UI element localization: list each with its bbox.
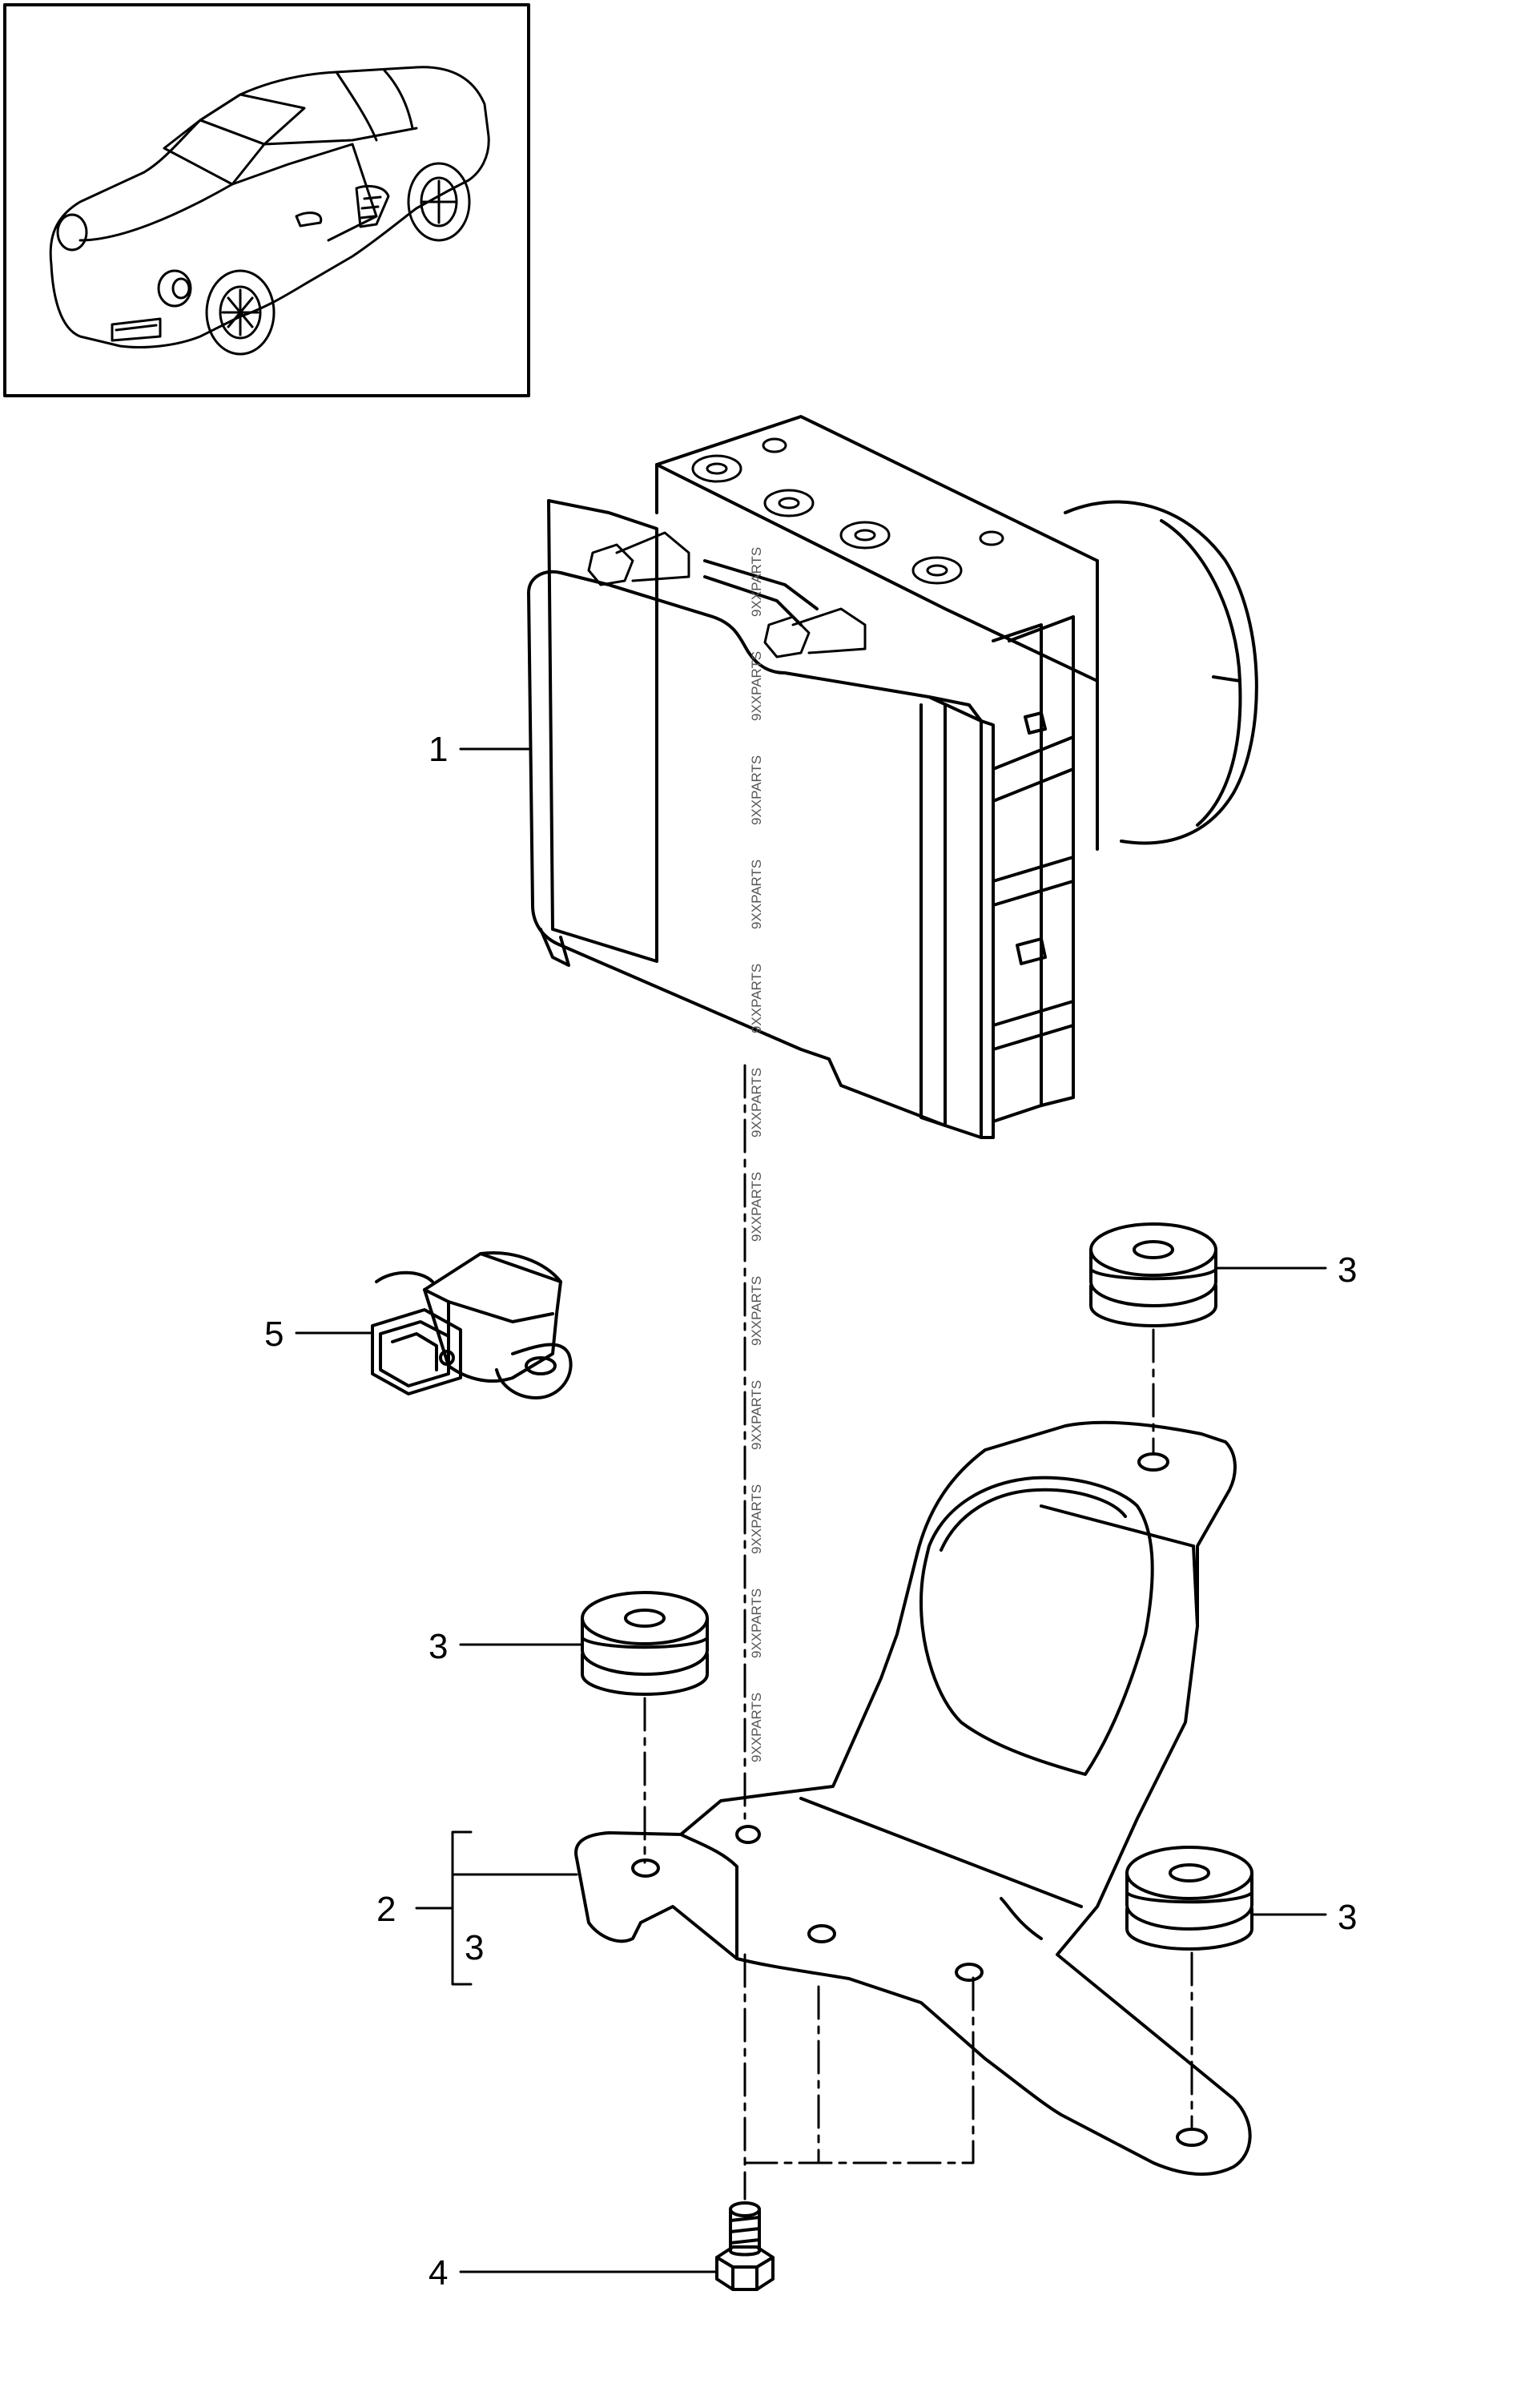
hex-bolts [587, 531, 867, 658]
watermark-text: 9XXPARTS [749, 964, 764, 1033]
callout-3-left: 3 [429, 1627, 448, 1666]
thumbnail-frame [3, 3, 530, 397]
control-module-housing [527, 570, 983, 1139]
watermark-text: 9XXPARTS [749, 1484, 764, 1554]
watermark-text: 9XXPARTS [749, 1068, 764, 1138]
alignment-lines [643, 1064, 1193, 2201]
watermark-text: 9XXPARTS [749, 1693, 764, 1762]
callouts: 1 5 3 3 3 2 3 4 [264, 730, 1357, 2293]
callout-2-includes-3: 3 [465, 1928, 484, 1967]
watermark: 9XXPARTS 9XXPARTS 9XXPARTS 9XXPARTS 9XXP… [749, 547, 764, 1762]
watermark-text: 9XXPARTS [749, 755, 764, 825]
callout-5: 5 [264, 1315, 284, 1354]
watermark-text: 9XXPARTS [749, 1380, 764, 1450]
watermark-text: 9XXPARTS [749, 547, 764, 617]
watermark-text: 9XXPARTS [749, 1276, 764, 1346]
valve-ports [691, 437, 1004, 585]
car-thumbnail [3, 3, 530, 397]
mounting-bracket [574, 1420, 1252, 2176]
callout-2: 2 [376, 1890, 396, 1929]
callout-3-right: 3 [1338, 1898, 1357, 1937]
callout-3-top-right: 3 [1338, 1250, 1357, 1290]
callout-4: 4 [429, 2253, 448, 2293]
rubber-grommet-left [581, 1591, 709, 1696]
abs-hydraulic-unit [527, 415, 1258, 1139]
hex-screw [715, 2201, 775, 2291]
watermark-text: 9XXPARTS [749, 860, 764, 929]
pump-motor [1064, 500, 1258, 845]
watermark-text: 9XXPARTS [749, 1172, 764, 1242]
convertible-car-icon [49, 66, 490, 356]
rubber-grommet-top-right [1089, 1222, 1217, 1327]
callout-1: 1 [429, 730, 448, 769]
sensor [371, 1251, 573, 1399]
watermark-text: 9XXPARTS [749, 651, 764, 721]
rubber-grommet-right [1125, 1846, 1253, 1951]
watermark-text: 9XXPARTS [749, 1589, 764, 1658]
